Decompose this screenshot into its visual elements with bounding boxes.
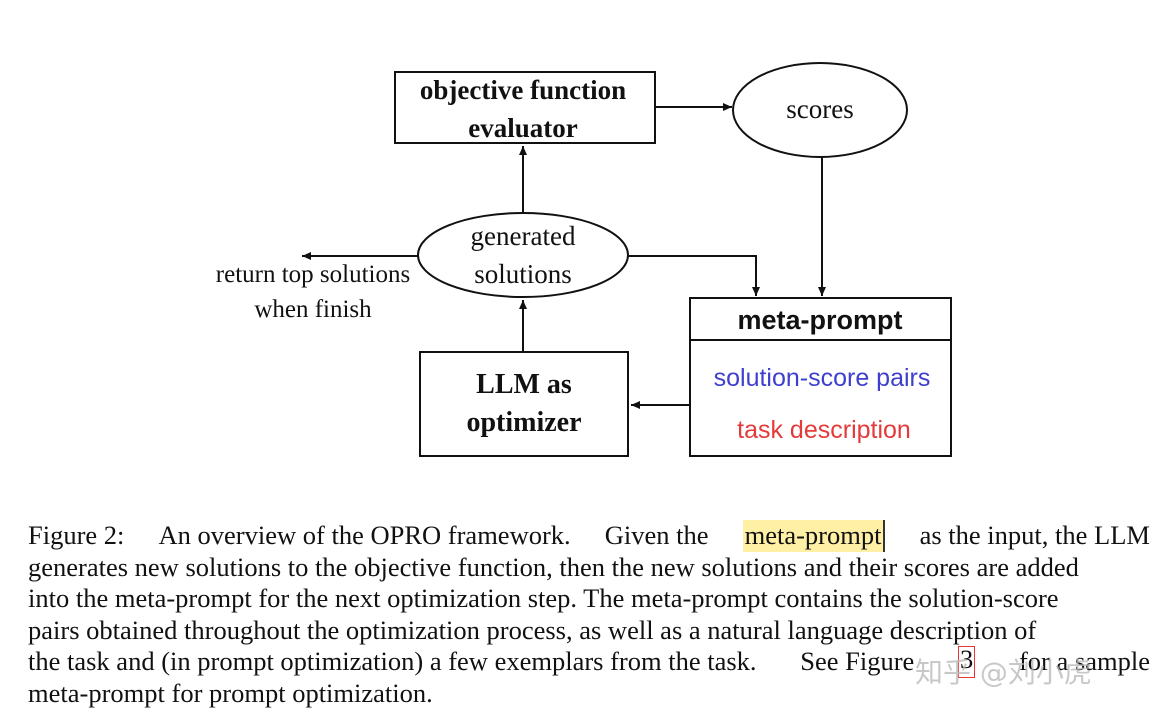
- caption-line: the task and (in prompt optimization) a …: [28, 646, 1150, 678]
- caption-text: generates new solutions to the objective…: [28, 551, 1079, 582]
- caption-text: for a sample: [1018, 646, 1150, 676]
- highlighted-term: meta-prompt: [742, 520, 886, 552]
- scores-node: scores: [732, 62, 908, 158]
- caption-text: as the input, the LLM: [919, 520, 1150, 550]
- caption-line: Figure 2: An overview of the OPRO framew…: [28, 520, 1150, 552]
- arrow-generated-to-meta-prompt: [628, 255, 760, 296]
- caption-line: pairs obtained throughout the optimizati…: [28, 615, 1150, 647]
- meta-prompt-header: meta-prompt: [737, 305, 902, 335]
- meta-prompt-box: meta-prompt solution-score pairs task de…: [689, 297, 952, 457]
- task-description-label: task description: [737, 416, 911, 444]
- return-note-line1: return top solutions: [216, 261, 410, 288]
- generated-label-line2: solutions: [474, 259, 572, 289]
- llm-label-line2: optimizer: [466, 407, 581, 438]
- caption-text: the task and (in prompt optimization) a …: [28, 646, 757, 676]
- figure-reference-link[interactable]: 3: [958, 646, 976, 678]
- caption-text: An overview of the OPRO framework.: [158, 520, 571, 550]
- caption-text: See Figure: [800, 646, 915, 676]
- scores-label: scores: [786, 94, 853, 124]
- caption-text: Given the: [604, 520, 709, 550]
- llm-optimizer-box: LLM as optimizer: [419, 351, 629, 457]
- evaluator-label-line2: evaluator: [468, 113, 577, 143]
- generated-label-line1: generated: [471, 221, 576, 251]
- caption-line: meta-prompt for prompt optimization.: [28, 678, 1150, 710]
- caption-line: generates new solutions to the objective…: [28, 552, 1150, 584]
- figure-caption: Figure 2: An overview of the OPRO framew…: [28, 520, 1150, 709]
- caption-line: into the meta-prompt for the next optimi…: [28, 583, 1150, 615]
- caption-text: pairs obtained throughout the optimizati…: [28, 614, 1037, 645]
- solution-score-pairs-label: solution-score pairs: [714, 364, 931, 392]
- llm-label-line1: LLM as: [476, 369, 572, 400]
- caption-text: into the meta-prompt for the next optimi…: [28, 583, 1059, 613]
- evaluator-box: objective function evaluator: [394, 71, 656, 144]
- caption-figure-label: Figure 2:: [28, 520, 125, 550]
- caption-text: meta-prompt for prompt optimization.: [28, 677, 433, 708]
- generated-solutions-node: generated solutions: [417, 212, 629, 298]
- return-note-line2: when finish: [254, 296, 372, 323]
- evaluator-label-line1: objective function: [420, 75, 626, 105]
- connector-arrows: [302, 103, 826, 409]
